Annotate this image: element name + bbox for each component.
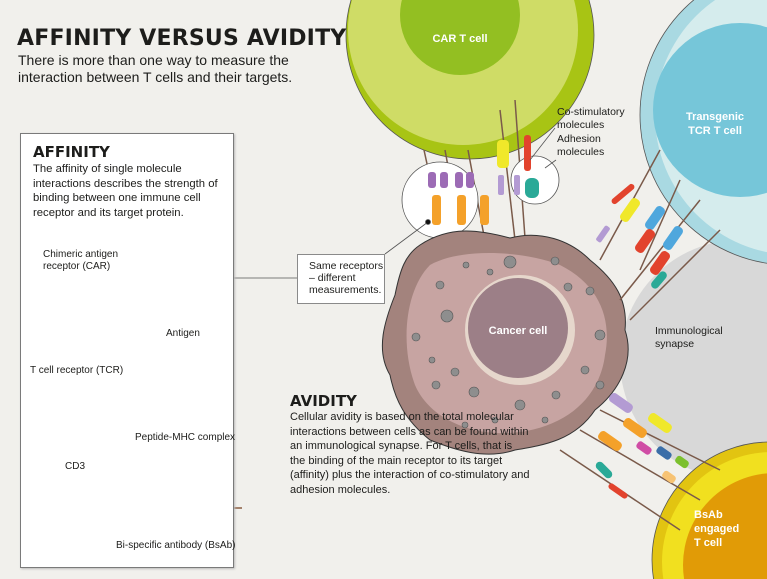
avidity-heading: AVIDITY: [290, 392, 357, 410]
callout-lines: [232, 127, 557, 279]
cancer-cell-label: Cancer cell: [488, 325, 548, 337]
callout-box: Same receptors – different measurements.: [297, 254, 385, 304]
tcr-receptors: [596, 149, 721, 321]
bsab-label: Bi-specific antibody (BsAb): [116, 540, 236, 551]
car-t-cell: [345, 0, 595, 160]
pmhc-label: Peptide-MHC complex: [135, 432, 236, 443]
page-subtitle: There is more than one way to measure th…: [18, 52, 293, 85]
adhesion-annotation: Adhesion molecules: [557, 133, 605, 158]
page-title: AFFINITY VERSUS AVIDITY: [17, 26, 347, 51]
car-label: Chimeric antigen receptor (CAR): [43, 249, 119, 272]
car-t-cell-label: CAR T cell: [432, 33, 488, 45]
avidity-description: Cellular avidity is based on the total m…: [290, 411, 530, 496]
antigen-label: Antigen: [166, 328, 200, 339]
affinity-panel: AFFINITY The affinity of single molecule…: [20, 133, 234, 568]
costim-annotation: Co-stimulatory molecules: [557, 106, 625, 131]
synapse-annotation: Immunological synapse: [655, 325, 723, 350]
bsab-t-cell: [651, 441, 767, 579]
tcr-t-cell-label: Transgenic TCR T cell: [685, 111, 745, 137]
cancer-cell: [381, 230, 629, 455]
tcr-label: T cell receptor (TCR): [30, 365, 124, 376]
cd3-label: CD3: [65, 461, 86, 472]
affinity-description: The affinity of single molecule interact…: [33, 163, 218, 219]
affinity-heading: AFFINITY: [33, 143, 110, 161]
car-molecules: [428, 135, 539, 225]
bsab-receptors: [559, 393, 721, 531]
bsab-t-cell-label: BsAb engaged T cell: [694, 509, 740, 549]
